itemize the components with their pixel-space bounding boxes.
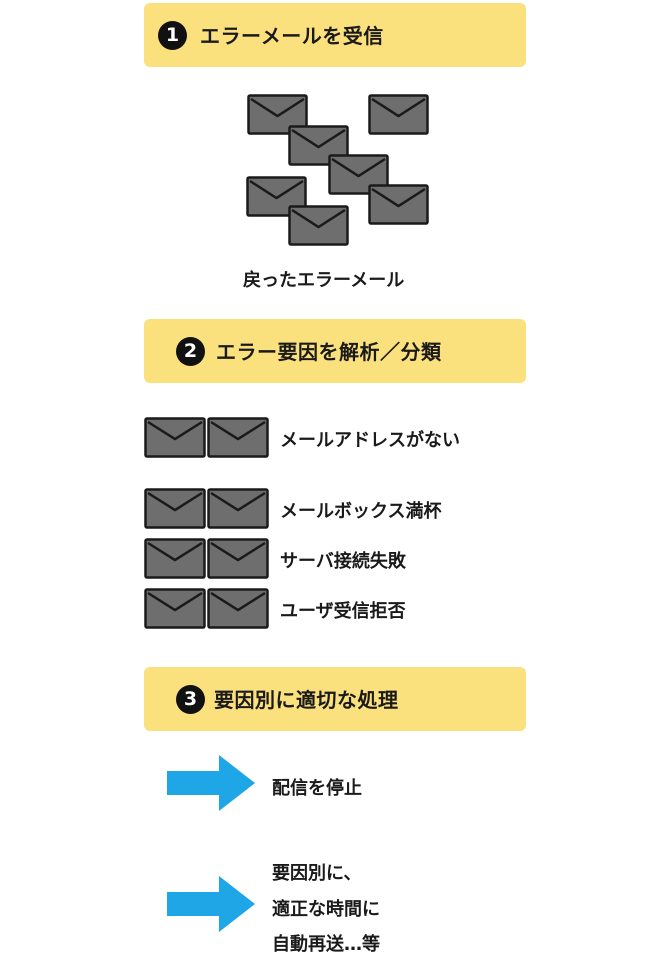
step-3-banner: 3 要因別に適切な処理: [144, 667, 526, 731]
step-1-banner: 1 エラーメールを受信: [144, 3, 526, 67]
step-2-title: エラー要因を解析／分類: [216, 340, 442, 364]
envelope-icon: [207, 417, 269, 458]
action-resend-line-1: 要因別に、: [272, 863, 362, 884]
step-2-banner: 2 エラー要因を解析／分類: [144, 319, 526, 383]
category-label-mailbox-full: メールボックス満杯: [280, 501, 442, 522]
envelope-icon: [144, 588, 206, 629]
arrow-shape: [167, 876, 255, 932]
envelope-icon: [328, 154, 389, 195]
arrow-right-icon: [167, 876, 255, 932]
envelope-icon: [207, 588, 269, 629]
arrow-right-icon: [167, 755, 255, 811]
step-3-title: 要因別に適切な処理: [214, 688, 399, 712]
step-2-number: 2: [176, 337, 205, 366]
envelope-icon: [247, 94, 308, 135]
action-resend-line-2: 適正な時間に: [272, 899, 380, 920]
category-label-server-fail: サーバ接続失敗: [280, 551, 406, 572]
envelope-icon: [288, 205, 349, 246]
step-1-title: エラーメールを受信: [200, 24, 384, 48]
envelope-icon: [368, 184, 429, 225]
action-resend-line-3: 自動再送…等: [272, 934, 380, 955]
envelope-icon: [144, 417, 206, 458]
returned-mail-caption: 戻ったエラーメール: [243, 270, 405, 291]
action-stop-delivery: 配信を停止: [272, 778, 362, 799]
envelope-icon: [207, 488, 269, 529]
envelope-icon: [368, 94, 429, 135]
envelope-icon: [144, 538, 206, 579]
arrow-shape: [167, 755, 255, 811]
envelope-icon: [144, 488, 206, 529]
category-label-no-address: メールアドレスがない: [280, 430, 460, 451]
envelope-icon: [207, 538, 269, 579]
step-1-number: 1: [158, 21, 187, 50]
category-label-user-reject: ユーザ受信拒否: [280, 601, 406, 622]
step-3-number: 3: [176, 685, 205, 714]
